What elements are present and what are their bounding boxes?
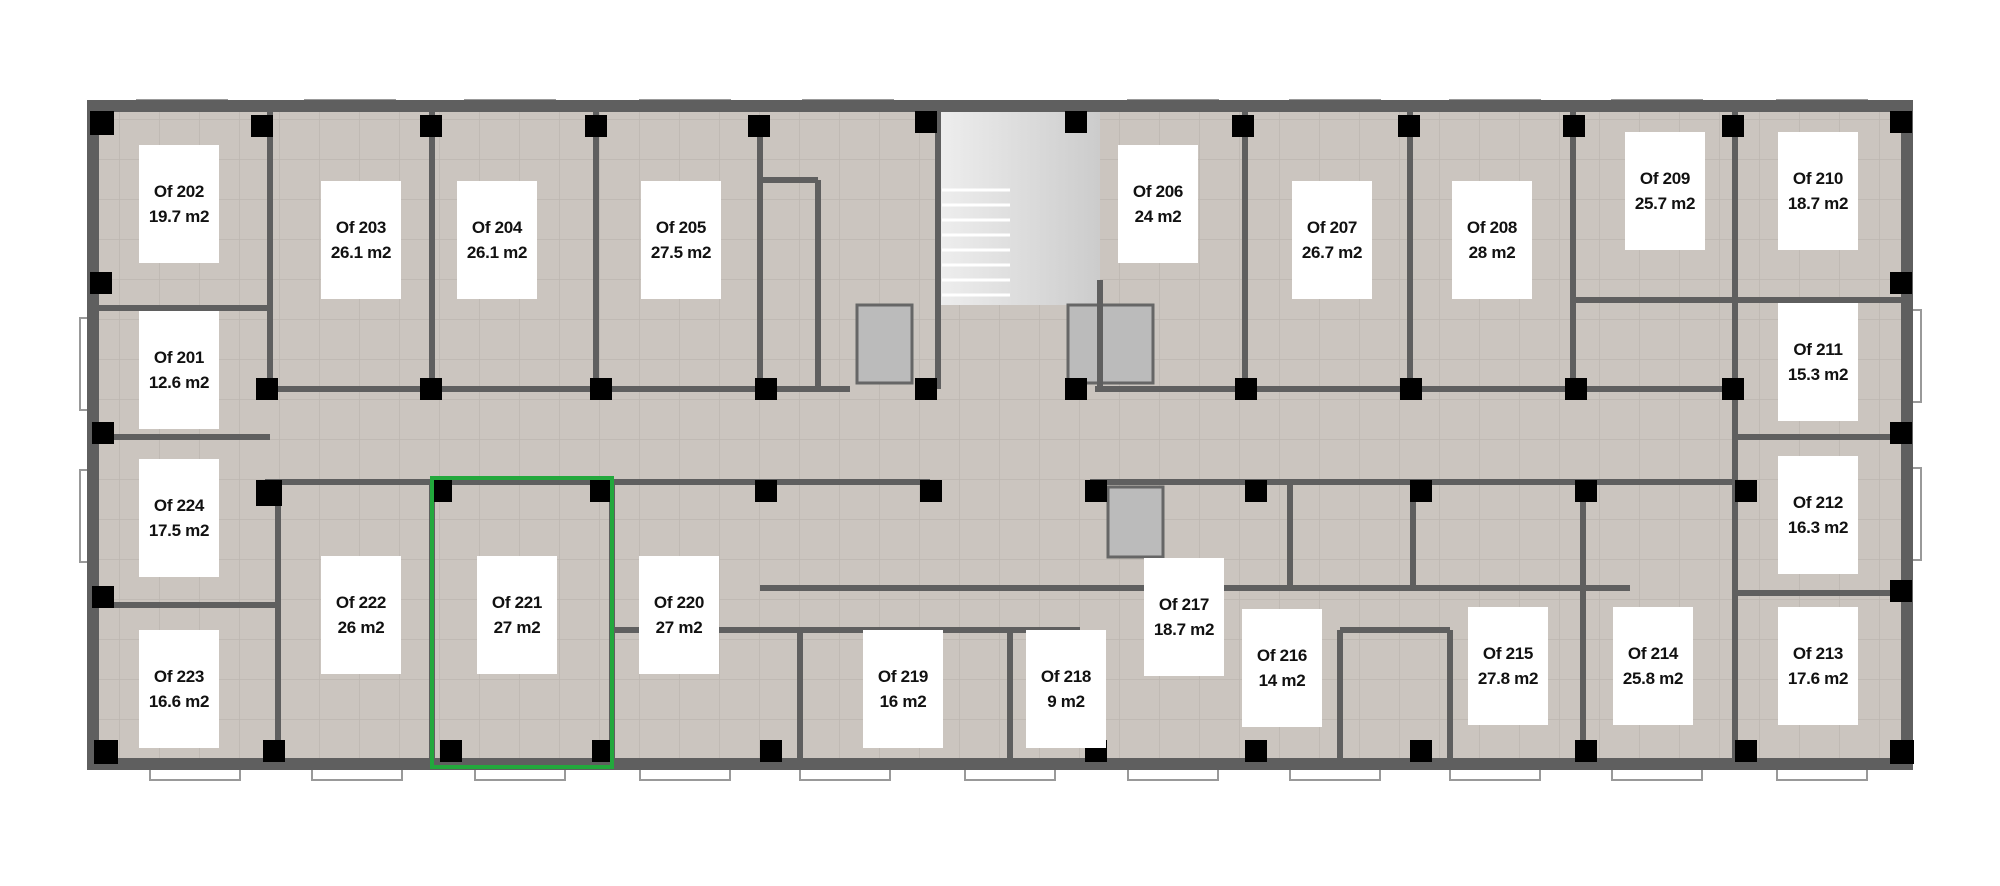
room-area: 17.6 m2 [1787, 669, 1849, 688]
room-name: Of 201 [153, 348, 205, 367]
room-label-selected[interactable]: Of 221 27 m2 [477, 556, 557, 674]
room-area: 27 m2 [493, 618, 541, 637]
room-name: Of 224 [153, 496, 205, 515]
room-area: 14 m2 [1258, 671, 1306, 690]
room-area: 26.1 m2 [466, 243, 528, 262]
room-label[interactable]: Of 214 25.8 m2 [1613, 607, 1693, 725]
room-label[interactable]: Of 212 16.3 m2 [1778, 456, 1858, 574]
room-name: Of 222 [335, 593, 387, 612]
room-name: Of 217 [1158, 595, 1210, 614]
room-label[interactable]: Of 206 24 m2 [1118, 145, 1198, 263]
room-label[interactable]: Of 204 26.1 m2 [457, 181, 537, 299]
room-area: 28 m2 [1468, 243, 1516, 262]
room-label[interactable]: Of 213 17.6 m2 [1778, 607, 1858, 725]
room-area: 12.6 m2 [148, 373, 210, 392]
room-area: 26 m2 [337, 618, 385, 637]
room-name: Of 221 [491, 593, 543, 612]
room-label[interactable]: Of 209 25.7 m2 [1625, 132, 1705, 250]
stairwell [938, 100, 1100, 305]
room-label[interactable]: Of 201 12.6 m2 [139, 311, 219, 429]
room-label[interactable]: Of 202 19.7 m2 [139, 145, 219, 263]
room-label[interactable]: Of 207 26.7 m2 [1292, 181, 1372, 299]
room-name: Of 214 [1627, 644, 1679, 663]
room-area: 15.3 m2 [1787, 365, 1849, 384]
room-label[interactable]: Of 210 18.7 m2 [1778, 132, 1858, 250]
room-area: 25.7 m2 [1634, 194, 1696, 213]
room-name: Of 210 [1792, 169, 1844, 188]
room-name: Of 215 [1482, 644, 1534, 663]
room-label[interactable]: Of 223 16.6 m2 [139, 630, 219, 748]
room-area: 27.5 m2 [650, 243, 712, 262]
room-area: 25.8 m2 [1622, 669, 1684, 688]
room-area: 9 m2 [1047, 692, 1085, 711]
room-name: Of 206 [1132, 182, 1184, 201]
room-area: 16.3 m2 [1787, 518, 1849, 537]
room-label[interactable]: Of 215 27.8 m2 [1468, 607, 1548, 725]
room-label[interactable]: Of 222 26 m2 [321, 556, 401, 674]
room-name: Of 220 [653, 593, 705, 612]
room-area: 16 m2 [879, 692, 927, 711]
room-area: 18.7 m2 [1153, 620, 1215, 639]
room-name: Of 205 [655, 218, 707, 237]
room-name: Of 203 [335, 218, 387, 237]
room-label[interactable]: Of 217 18.7 m2 [1144, 558, 1224, 676]
room-area: 24 m2 [1134, 207, 1182, 226]
room-label[interactable]: Of 205 27.5 m2 [641, 181, 721, 299]
room-area: 19.7 m2 [148, 207, 210, 226]
room-name: Of 207 [1306, 218, 1358, 237]
room-label[interactable]: Of 224 17.5 m2 [139, 459, 219, 577]
room-area: 16.6 m2 [148, 692, 210, 711]
room-area: 17.5 m2 [148, 521, 210, 540]
room-name: Of 223 [153, 667, 205, 686]
room-name: Of 216 [1256, 646, 1308, 665]
room-label[interactable]: Of 208 28 m2 [1452, 181, 1532, 299]
room-area: 27 m2 [655, 618, 703, 637]
elevators [855, 303, 1165, 559]
room-name: Of 204 [471, 218, 523, 237]
room-area: 26.1 m2 [330, 243, 392, 262]
room-label[interactable]: Of 219 16 m2 [863, 630, 943, 748]
stairs [942, 188, 1010, 297]
room-name: Of 219 [877, 667, 929, 686]
room-label[interactable]: Of 216 14 m2 [1242, 609, 1322, 727]
room-name: Of 208 [1466, 218, 1518, 237]
room-label[interactable]: Of 211 15.3 m2 [1778, 303, 1858, 421]
room-name: Of 202 [153, 182, 205, 201]
room-label[interactable]: Of 218 9 m2 [1026, 630, 1106, 748]
room-label[interactable]: Of 220 27 m2 [639, 556, 719, 674]
room-area: 26.7 m2 [1301, 243, 1363, 262]
room-name: Of 211 [1793, 340, 1843, 359]
room-area: 27.8 m2 [1477, 669, 1539, 688]
room-label[interactable]: Of 203 26.1 m2 [321, 181, 401, 299]
room-name: Of 213 [1792, 644, 1844, 663]
room-area: 18.7 m2 [1787, 194, 1849, 213]
room-name: Of 209 [1639, 169, 1691, 188]
room-name: Of 212 [1792, 493, 1844, 512]
room-name: Of 218 [1040, 667, 1092, 686]
